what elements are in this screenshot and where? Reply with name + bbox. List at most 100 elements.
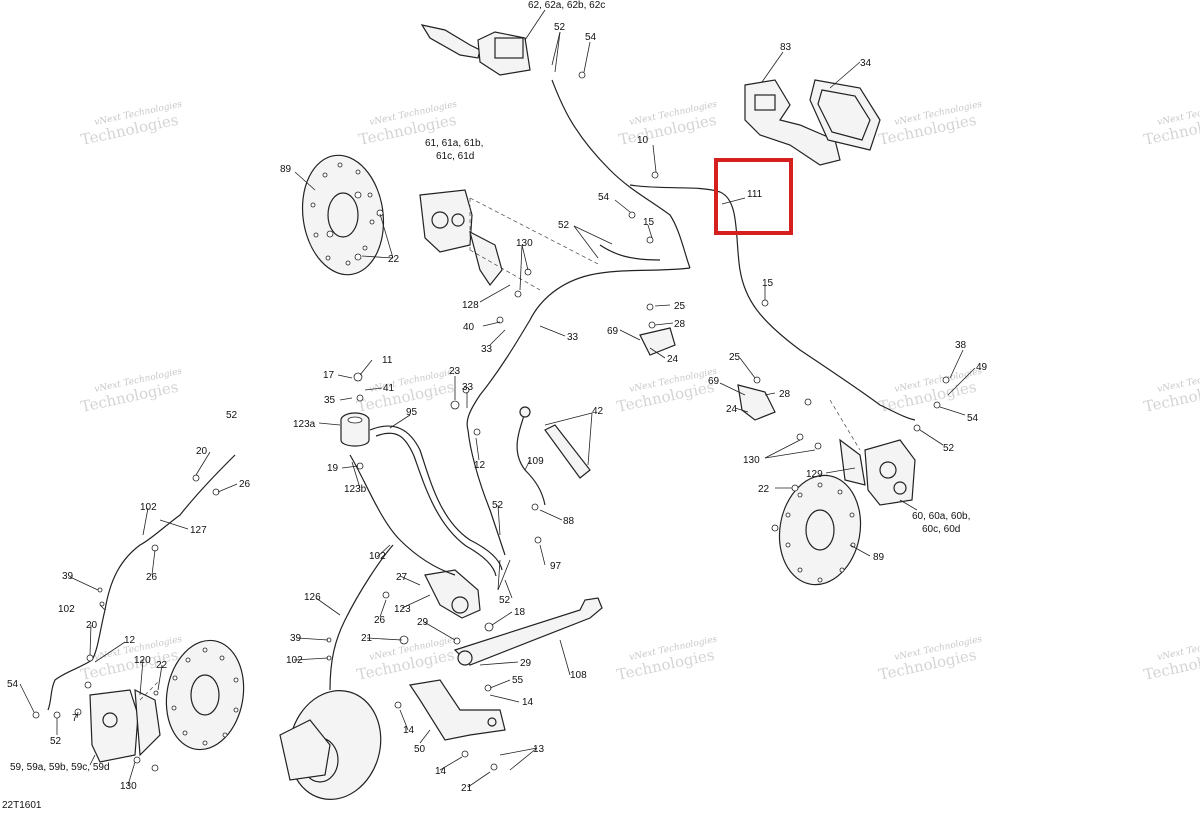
callout-39: 39 xyxy=(62,571,74,582)
callout-97: 97 xyxy=(550,561,562,572)
callout-17: 17 xyxy=(323,370,335,381)
callout-54: 54 xyxy=(967,413,979,424)
callout-123b: 123b xyxy=(344,484,367,495)
reservoir-123a xyxy=(340,412,370,447)
callout-69: 69 xyxy=(708,376,720,387)
callout-34: 34 xyxy=(860,58,872,69)
callout-22: 22 xyxy=(388,254,400,265)
callout-29: 29 xyxy=(520,658,532,669)
callout-22: 22 xyxy=(156,660,168,671)
callout-59: 59, 59a, 59b, 59c, 59d xyxy=(10,762,110,773)
callout-19: 19 xyxy=(327,463,339,474)
callout-25: 25 xyxy=(729,352,741,363)
callout-130: 130 xyxy=(516,238,533,249)
callout-60: 60, 60a, 60b, xyxy=(912,511,970,522)
callout-33: 33 xyxy=(462,382,474,393)
callout-15: 15 xyxy=(643,217,655,228)
callout-130: 130 xyxy=(743,455,760,466)
rear-right-brake-disc xyxy=(279,690,382,800)
callout-26: 26 xyxy=(374,615,386,626)
callout-24: 24 xyxy=(667,354,679,365)
abs-module-83 xyxy=(744,79,841,166)
callout-128: 128 xyxy=(462,300,479,311)
handlebar-master-cylinder xyxy=(420,24,531,76)
callout-10: 10 xyxy=(637,135,649,146)
pedal-bracket-50 xyxy=(408,679,506,741)
callout-126: 126 xyxy=(304,592,321,603)
callout-123a: 123a xyxy=(293,419,316,430)
callout-52: 52 xyxy=(554,22,566,33)
callout-49: 49 xyxy=(976,362,988,373)
callout-89: 89 xyxy=(873,552,885,563)
brake-pedal-108 xyxy=(453,597,603,666)
callout-42: 42 xyxy=(592,406,604,417)
callout-52: 52 xyxy=(558,220,570,231)
callout-89: 89 xyxy=(280,164,292,175)
callout-52: 52 xyxy=(50,736,62,747)
callout-102: 102 xyxy=(369,551,386,562)
callout-62: 62, 62a, 62b, 62c xyxy=(528,0,605,11)
callout-52: 52 xyxy=(943,443,955,454)
callout-12: 12 xyxy=(124,635,136,646)
callout-11: 11 xyxy=(382,355,393,366)
callout-39: 39 xyxy=(290,633,302,644)
callout-14: 14 xyxy=(435,766,447,777)
hose-123b xyxy=(349,454,456,576)
callout-61: 61, 61a, 61b, xyxy=(425,138,483,149)
bracket-69-right xyxy=(737,384,776,421)
callout-83: 83 xyxy=(780,42,792,53)
callout-61-cont: 61c, 61d xyxy=(436,151,474,162)
leader-lines xyxy=(19,9,976,788)
callout-123: 123 xyxy=(394,604,411,615)
callout-38: 38 xyxy=(955,340,967,351)
callout-33: 33 xyxy=(481,344,493,355)
callout-52: 52 xyxy=(499,595,511,606)
callout-54: 54 xyxy=(7,679,19,690)
callout-24: 24 xyxy=(726,404,738,415)
callout-13: 13 xyxy=(533,744,545,755)
callout-20: 20 xyxy=(86,620,98,631)
callout-88: 88 xyxy=(563,516,575,527)
callout-14: 14 xyxy=(403,725,415,736)
callout-29: 29 xyxy=(417,617,429,628)
callout-102: 102 xyxy=(140,502,157,513)
callout-15: 15 xyxy=(762,278,774,289)
callout-33: 33 xyxy=(567,332,579,343)
callout-labels: 62, 62a, 62b, 62c 52 54 83 34 10 111 89 … xyxy=(7,0,988,794)
callout-26: 26 xyxy=(239,479,251,490)
fasteners xyxy=(32,71,950,772)
callout-12: 12 xyxy=(474,460,486,471)
callout-52: 52 xyxy=(226,410,238,421)
callout-95: 95 xyxy=(406,407,418,418)
callout-7: 7 xyxy=(72,713,78,724)
callout-54: 54 xyxy=(585,32,597,43)
callout-28: 28 xyxy=(674,319,686,330)
diagram-code: 22T1601 xyxy=(2,800,42,811)
callout-26: 26 xyxy=(146,572,158,583)
callout-130: 130 xyxy=(120,781,137,792)
front-left-caliper xyxy=(419,189,503,287)
callout-14: 14 xyxy=(522,697,534,708)
callout-102: 102 xyxy=(286,655,303,666)
rear-left-brake-disc xyxy=(165,639,245,751)
callout-35: 35 xyxy=(324,395,336,406)
callout-21: 21 xyxy=(461,783,473,794)
front-left-brake-disc xyxy=(301,154,385,276)
callout-108: 108 xyxy=(570,670,587,681)
hose-42 xyxy=(544,424,591,479)
callout-111: 111 xyxy=(747,189,763,200)
callout-60-cont: 60c, 60d xyxy=(922,524,960,535)
callout-25: 25 xyxy=(674,301,686,312)
callout-109: 109 xyxy=(527,456,544,467)
front-right-brake-disc xyxy=(778,474,862,586)
callout-28: 28 xyxy=(779,389,791,400)
callout-102: 102 xyxy=(58,604,75,615)
callout-23: 23 xyxy=(449,366,461,377)
highlight-box xyxy=(714,158,793,235)
callout-129: 129 xyxy=(806,469,823,480)
callout-50: 50 xyxy=(414,744,426,755)
callout-40: 40 xyxy=(463,322,475,333)
callout-55: 55 xyxy=(512,675,524,686)
rear-caliper xyxy=(89,688,161,763)
